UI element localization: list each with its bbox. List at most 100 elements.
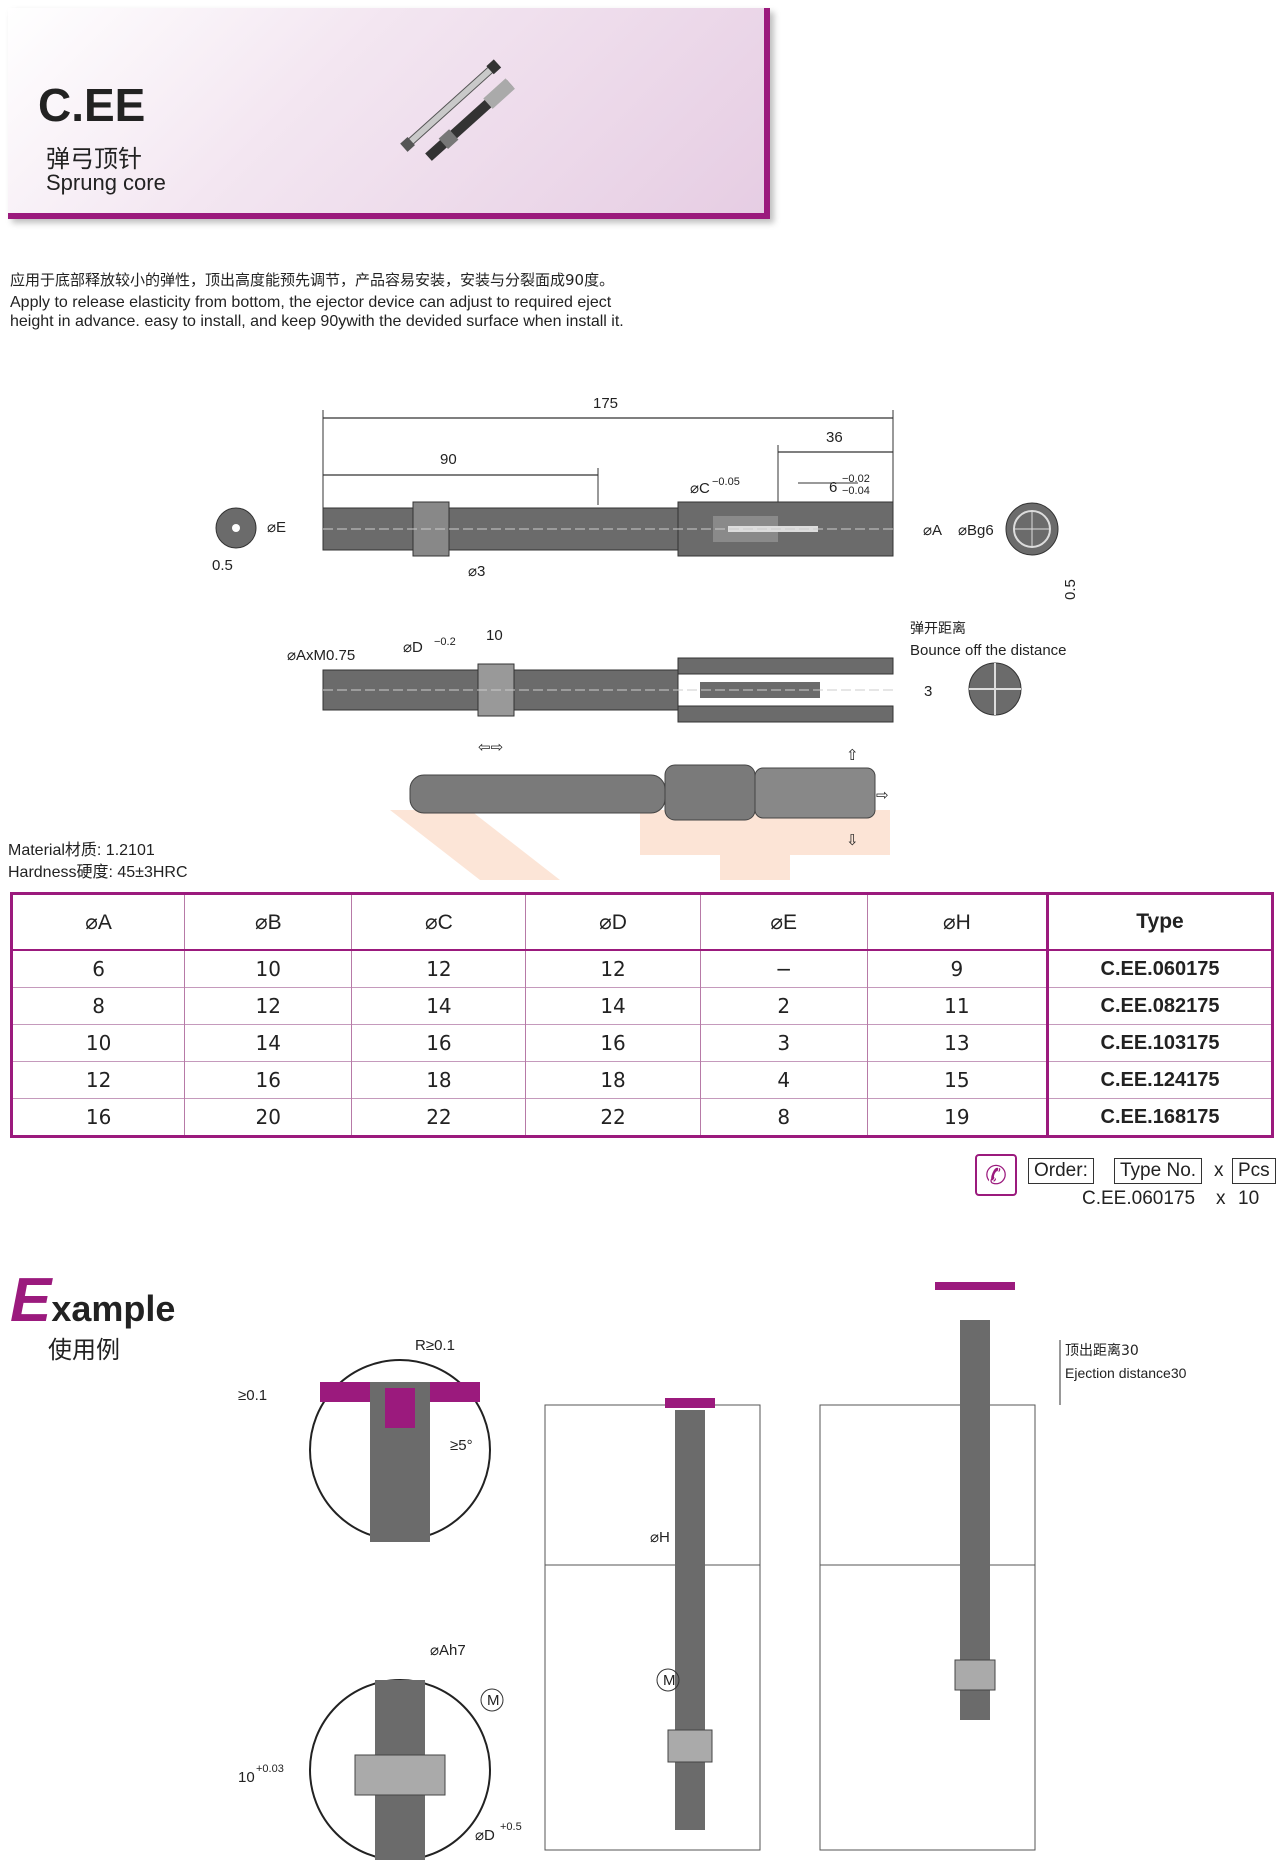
- table-cell: 8: [10, 987, 185, 1025]
- table-cell: 14: [184, 1024, 352, 1062]
- table-cell: 19: [866, 1098, 1048, 1137]
- r-label: R≥0.1: [415, 1337, 455, 1354]
- table-cell: 12: [351, 949, 526, 988]
- table-cell: 22: [351, 1098, 526, 1137]
- dim-6: 6: [829, 479, 837, 496]
- bounce-en: Bounce off the distance: [910, 642, 1067, 659]
- dimension-label: +0.03: [256, 1763, 284, 1775]
- dim-175: 175: [593, 395, 618, 412]
- table-cell: 2: [699, 987, 868, 1025]
- description-en-line1: Apply to release elasticity from bottom,…: [10, 294, 612, 311]
- order-example-code: C.EE.060175: [1082, 1188, 1196, 1209]
- product-name-en: Sprung core: [46, 170, 166, 195]
- ejection-en: Ejection distance30: [1065, 1365, 1187, 1381]
- order-x1: x: [1214, 1160, 1224, 1181]
- example-drawings: R≥0.1 ≥0.1 ≥5° ⌀Ah7 M 10 +0.03 ⌀D +0.5 ⌀…: [238, 1282, 1187, 1860]
- dim-axm: ⌀AxM0.75: [287, 647, 355, 664]
- ah7-label: ⌀Ah7: [430, 1642, 466, 1659]
- order-pcs: Pcs: [1232, 1158, 1276, 1184]
- table-cell: 11: [866, 987, 1048, 1025]
- bounce-cn: 弹开距离: [910, 620, 966, 637]
- dim-05-right: 0.5: [1062, 579, 1079, 600]
- order-example-qty: 10: [1238, 1188, 1260, 1209]
- table-cell: 9: [866, 949, 1048, 988]
- table-cell: 16: [525, 1024, 701, 1062]
- table-cell: 10: [184, 949, 352, 988]
- dim-c: ⌀C: [690, 480, 710, 497]
- col-header-d: ⌀D: [525, 893, 701, 951]
- m-label2: M: [663, 1672, 676, 1689]
- dim-3: 3: [924, 683, 932, 700]
- table-header-row: ⌀A ⌀B ⌀C ⌀D ⌀E ⌀H Type: [10, 893, 1273, 951]
- table-cell: C.EE.124175: [1046, 1061, 1273, 1099]
- example-title-cn: 使用例: [48, 1336, 120, 1364]
- dim-bg6: ⌀Bg6: [958, 522, 994, 539]
- table-cell: 3: [699, 1024, 868, 1062]
- arrow-down: ⇩: [846, 832, 859, 849]
- table-cell: C.EE.060175: [1046, 949, 1273, 988]
- table-cell: 14: [351, 987, 526, 1025]
- arrow-left-right: ⇦⇨: [478, 739, 503, 756]
- table-cell: 10: [10, 1024, 185, 1062]
- dimension-label: −0.2: [434, 636, 456, 648]
- dim-05-left: 0.5: [212, 557, 233, 574]
- col-header-e: ⌀E: [699, 893, 868, 951]
- table-cell: 4: [699, 1061, 868, 1099]
- phone-icon: ✆: [975, 1154, 1017, 1196]
- product-code: C.EE: [38, 79, 146, 131]
- table-cell: 20: [184, 1098, 352, 1137]
- table-cell: 18: [351, 1061, 526, 1099]
- dimension-label: −0.05: [712, 476, 740, 488]
- table-cell: 12: [184, 987, 352, 1025]
- table-cell: 14: [525, 987, 701, 1025]
- table-cell: 16: [351, 1024, 526, 1062]
- table-cell: −: [699, 949, 868, 988]
- table-cell: C.EE.082175: [1046, 987, 1273, 1025]
- table-cell: 16: [10, 1098, 185, 1137]
- example-title: Example: [10, 1266, 176, 1335]
- watermark-logo: [390, 810, 890, 880]
- product-name-cn: 弹弓顶针: [46, 145, 142, 173]
- dim-3-dia: ⌀3: [468, 563, 485, 580]
- table-cell: 8: [699, 1098, 868, 1137]
- order-x2: x: [1216, 1188, 1226, 1209]
- ten-label: 10: [238, 1769, 255, 1786]
- description-cn: 应用于底部释放较小的弹性，顶出高度能预先调节，产品容易安装，安装与分裂面成90度…: [10, 271, 615, 289]
- table-cell: 12: [10, 1061, 185, 1099]
- table-cell: C.EE.103175: [1046, 1024, 1273, 1062]
- technical-drawing: 175 90 36 6 −0.02 −0.04 ⌀C −0.05 ⌀E ⌀A ⌀…: [212, 395, 1079, 880]
- ejection-cn: 顶出距离30: [1065, 1342, 1139, 1359]
- table-cell: 22: [525, 1098, 701, 1137]
- dim-10: 10: [486, 627, 503, 644]
- dim-90: 90: [440, 451, 457, 468]
- ge5-label: ≥5°: [450, 1437, 473, 1454]
- dim-a: ⌀A: [923, 522, 942, 539]
- dimension-label: −0.04: [842, 485, 870, 497]
- table-cell: 13: [866, 1024, 1048, 1062]
- hardness: Hardness硬度: 45±3HRC: [8, 864, 188, 881]
- d-label: ⌀D: [475, 1827, 495, 1844]
- dim-d: ⌀D: [403, 639, 423, 656]
- table-cell: 6: [10, 949, 185, 988]
- arrow-up: ⇧: [846, 747, 859, 764]
- h-label: ⌀H: [650, 1529, 670, 1546]
- dimension-label: +0.5: [500, 1821, 522, 1833]
- col-header-a: ⌀A: [10, 893, 185, 951]
- material: Material材质: 1.2101: [8, 842, 155, 859]
- product-photo: [400, 59, 515, 161]
- dim-e: ⌀E: [267, 519, 286, 536]
- table-cell: 18: [525, 1061, 701, 1099]
- col-header-b: ⌀B: [184, 893, 352, 951]
- dimension-label: −0.02: [842, 473, 870, 485]
- table-cell: C.EE.168175: [1046, 1098, 1273, 1137]
- description-en-line2: height in advance. easy to install, and …: [10, 313, 624, 330]
- order-type-no: Type No.: [1114, 1158, 1203, 1184]
- order-label: Order:: [1028, 1158, 1094, 1184]
- table-cell: 16: [184, 1061, 352, 1099]
